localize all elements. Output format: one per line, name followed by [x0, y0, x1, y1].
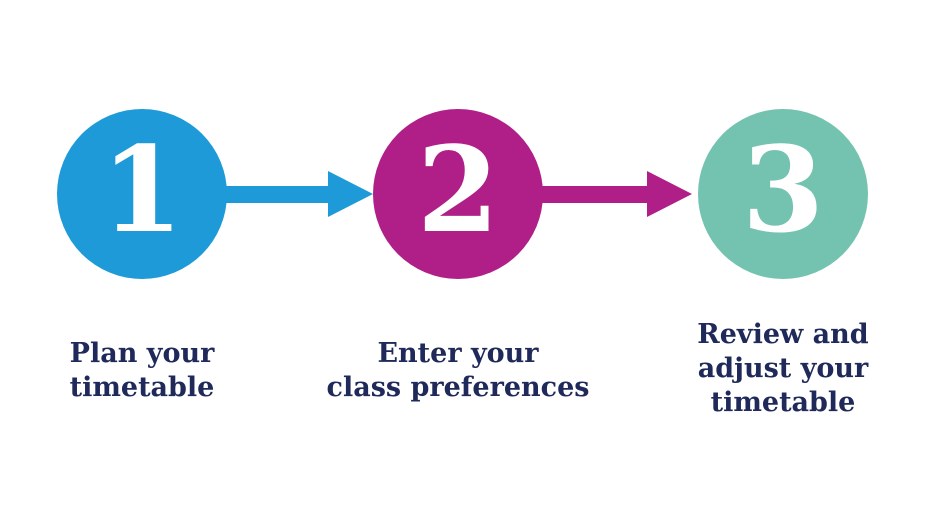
step-3-number: 3	[741, 120, 825, 259]
arrow-1-shaft	[221, 186, 334, 203]
step-3-circle: 3	[698, 109, 868, 279]
arrow-step1-to-step2-icon	[221, 171, 373, 217]
arrow-step2-to-step3-icon	[540, 171, 692, 217]
arrow-2-head	[647, 171, 692, 217]
step-2-circle: 2	[373, 109, 543, 279]
step-1-number: 1	[100, 120, 184, 259]
step-2-number: 2	[416, 120, 500, 259]
arrow-2-shaft	[540, 186, 653, 203]
step-3-label: Review and adjust your timetable	[697, 319, 869, 418]
step-1-label: Plan your timetable	[69, 338, 215, 403]
arrow-1-head	[328, 171, 373, 217]
step-2-label: Enter your class preferences	[326, 338, 590, 403]
step-1-circle: 1	[57, 109, 227, 279]
